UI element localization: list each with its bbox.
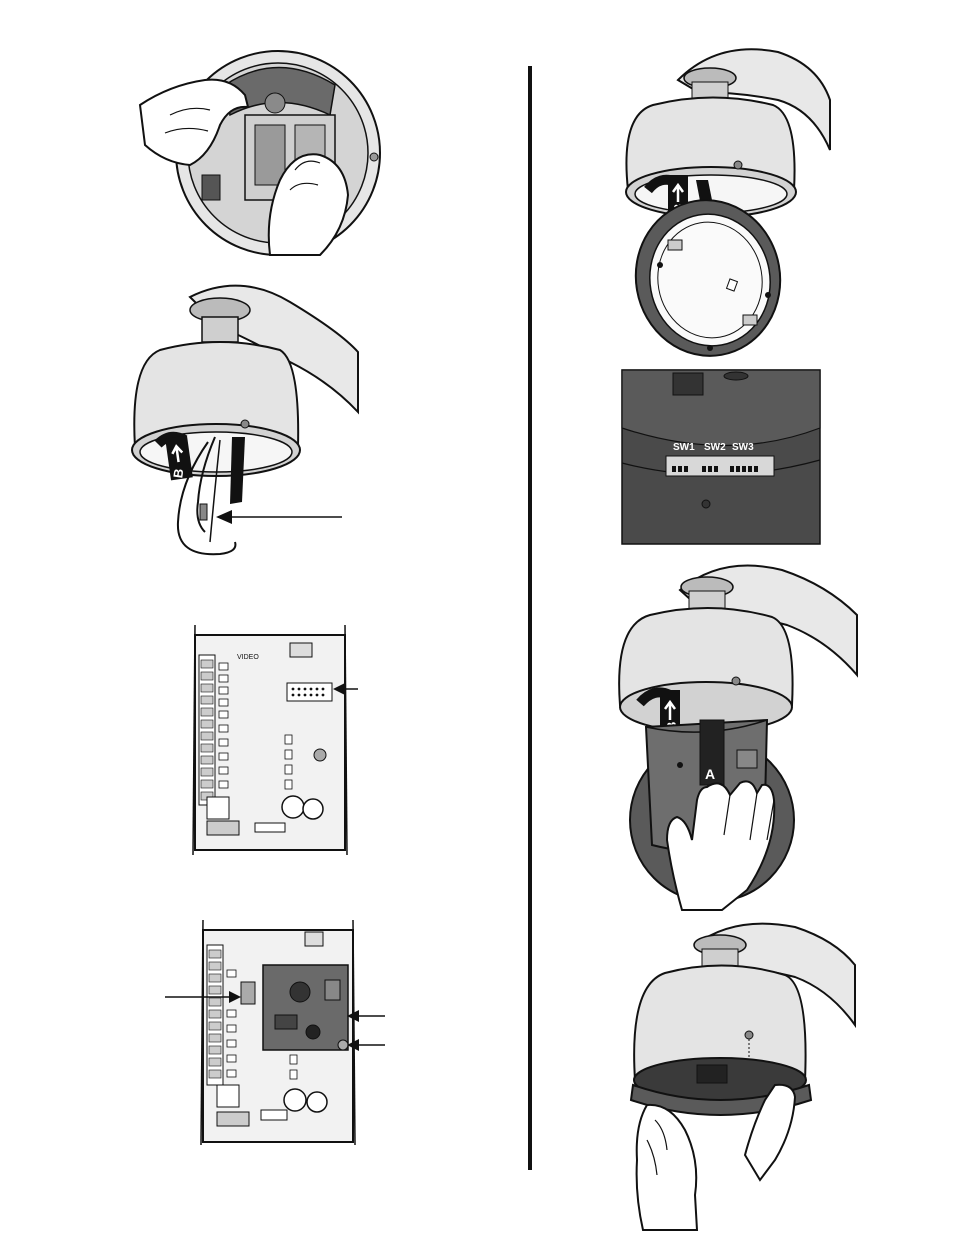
figure-housing-ring-open: B: [618, 40, 833, 360]
figure-insert-module: B A: [612, 555, 862, 910]
figure-circuit-board: VIDEO: [185, 625, 360, 860]
strap-label-a: A: [705, 766, 715, 782]
figure-housing-cables: B: [120, 272, 360, 572]
column-divider: [528, 66, 532, 1170]
figure-switches: SW1 SW2 SW3: [618, 368, 823, 548]
switch-label-sw3: SW3: [732, 442, 754, 453]
figure-circuit-board-daughter: [165, 920, 390, 1150]
switch-label-sw1: SW1: [673, 442, 695, 453]
switch-label-sw2: SW2: [704, 442, 726, 453]
figure-remove-liner: [130, 45, 390, 260]
board-video-label: VIDEO: [237, 654, 259, 661]
figure-fit-lower-ring: [625, 915, 857, 1230]
